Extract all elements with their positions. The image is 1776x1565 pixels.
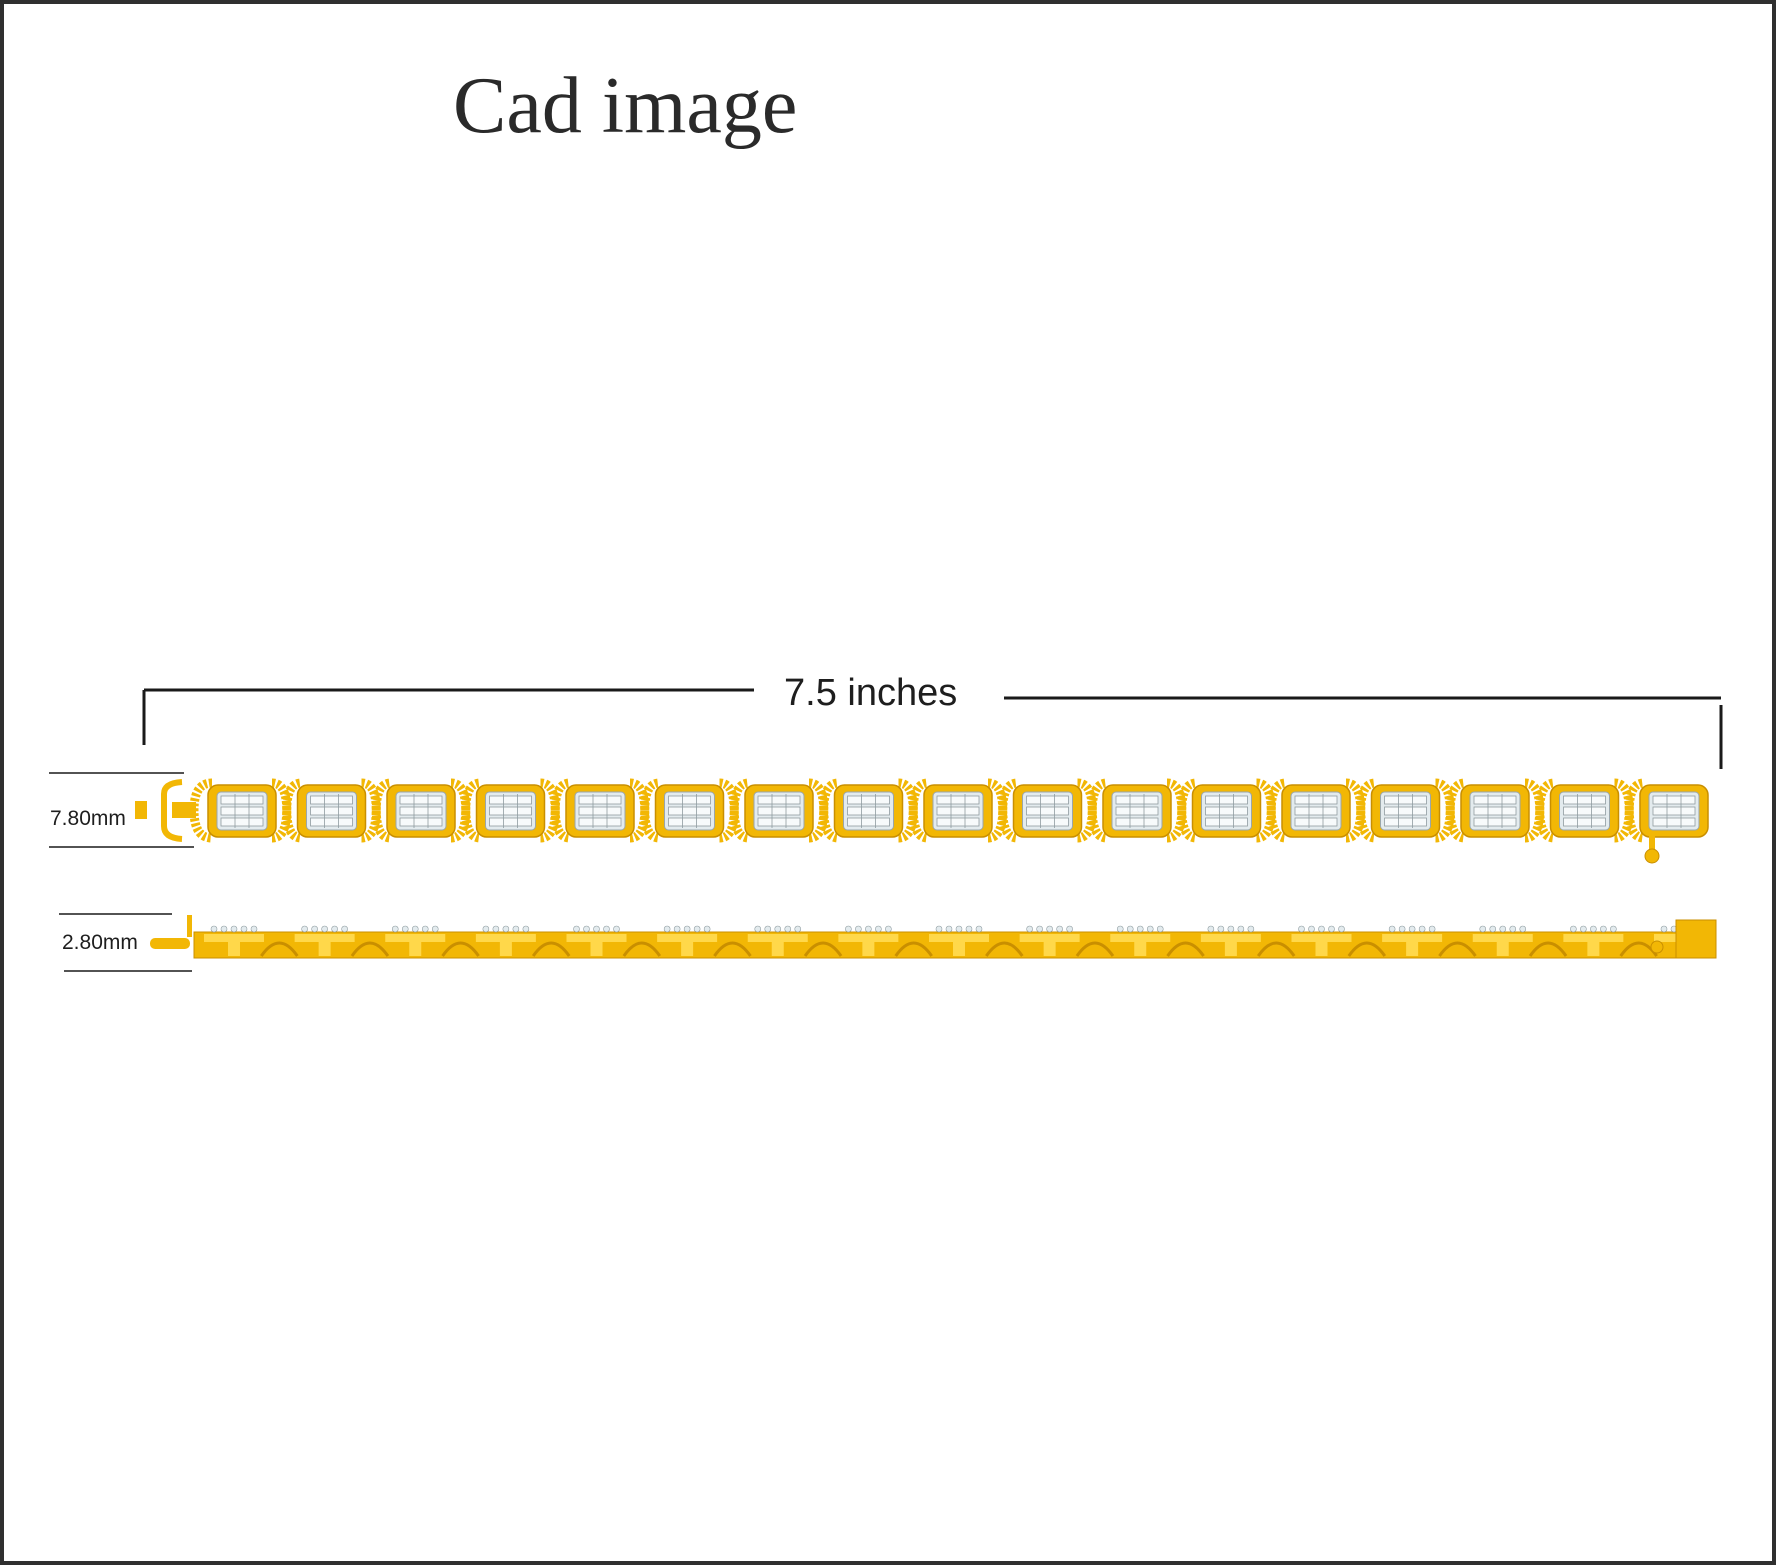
- bracelet-side-view: [150, 915, 1717, 959]
- side-link: [747, 925, 843, 957]
- clasp-lever: [1649, 834, 1655, 850]
- bracelet-drawing: [49, 688, 1723, 972]
- side-link: [657, 925, 752, 957]
- bracelet-link: [1012, 778, 1108, 843]
- side-link: [385, 925, 480, 957]
- bracelet-link: [1191, 778, 1287, 843]
- side-link: [929, 925, 1024, 957]
- length-dimension-line: [142, 688, 1723, 769]
- bracelet-link: [1460, 778, 1556, 843]
- side-link: [1019, 925, 1115, 957]
- side-link: [475, 925, 571, 957]
- side-link: [838, 925, 933, 957]
- bracelet-link: [833, 778, 929, 843]
- side-clasp-box: [1675, 919, 1717, 959]
- width-dimension-label: 7.80mm: [50, 807, 126, 830]
- bracelet-link: [189, 778, 303, 843]
- page-title: Cad image: [453, 62, 798, 150]
- bracelet-link: [386, 778, 482, 843]
- side-clasp-tongue: [150, 938, 190, 949]
- bracelet-link: [1639, 784, 1709, 838]
- bracelet-link: [1281, 778, 1377, 843]
- clasp-knob: [1644, 848, 1660, 864]
- side-link: [1110, 925, 1205, 957]
- bracelet-link: [744, 778, 840, 843]
- width-dimension-lines: [49, 772, 194, 848]
- bracelet-link: [296, 778, 392, 843]
- bracelet-link: [654, 778, 750, 843]
- side-link: [1382, 925, 1477, 957]
- side-link: [1291, 925, 1387, 957]
- side-link: [566, 925, 662, 957]
- thickness-dimension-label: 2.80mm: [62, 931, 138, 954]
- bracelet-link: [565, 778, 661, 843]
- side-link: [204, 925, 299, 957]
- bracelet-link: [1102, 778, 1198, 843]
- side-link: [1200, 925, 1296, 957]
- side-clasp-post: [187, 915, 192, 937]
- bracelet-link: [475, 778, 571, 843]
- side-clasp-knob: [1650, 940, 1664, 954]
- thickness-dimension-lines: [59, 913, 192, 972]
- side-link: [1472, 925, 1568, 957]
- clasp-hook: [161, 779, 183, 842]
- bracelet-top-view: [135, 778, 1709, 864]
- clasp-tab: [135, 801, 147, 819]
- bracelet-link: [1370, 778, 1466, 843]
- side-link: [294, 925, 390, 957]
- bracelet-link: [1549, 778, 1645, 843]
- bracelet-link: [923, 778, 1019, 843]
- length-dimension-label: 7.5 inches: [784, 672, 958, 714]
